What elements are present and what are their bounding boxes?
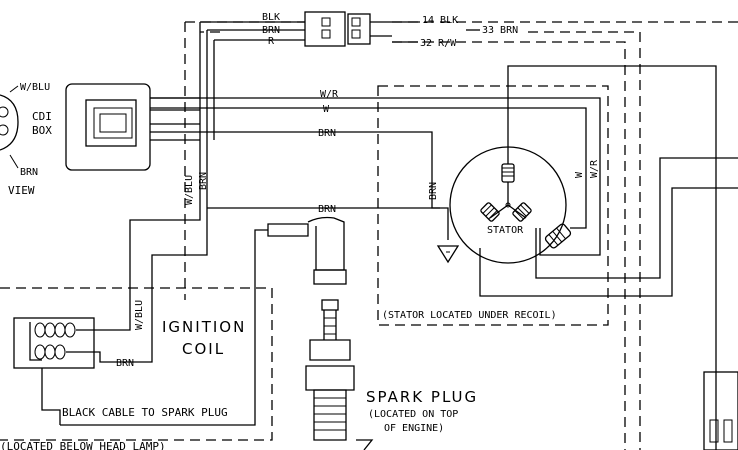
- wire-stator-top: [507, 65, 717, 450]
- spark-plug-note-1: (LOCATED ON TOP: [368, 409, 458, 420]
- spark-plug-note-2: OF ENGINE): [384, 423, 444, 434]
- wire-boot-cable: [60, 229, 268, 426]
- wire-label-stator-w: W: [574, 171, 585, 178]
- right-connector: [703, 371, 738, 450]
- wire-label-stator-wr: W/R: [589, 159, 600, 178]
- spark-plug: [305, 299, 374, 450]
- wire-label-14-blk: 14 BLK: [422, 15, 458, 26]
- wire-wblu-to-coil: [95, 205, 201, 331]
- top-connector: [304, 11, 392, 47]
- wire-stator-w: [570, 170, 587, 229]
- coil-location-note: (LOCATED BELOW HEAD LAMP): [0, 440, 166, 450]
- stator-location-note: (STATOR LOCATED UNDER RECOIL): [382, 310, 557, 321]
- wire-label-cdi-brn: BRN: [318, 128, 336, 139]
- cdi-box-label-1: CDI: [32, 110, 52, 123]
- stator-enclosure: [377, 85, 609, 326]
- wire-label-vert-brn: BRN: [198, 172, 209, 190]
- coil-label-brn: BRN: [116, 358, 134, 369]
- wire-cdi-w: [150, 107, 587, 170]
- cdi-label-brn: BRN: [20, 167, 38, 178]
- cdi-label-wblu: W/BLU: [20, 82, 50, 93]
- wire-label-33-brn: 33 BRN: [482, 25, 518, 36]
- wire-label-32-rw: 32 R/W: [420, 38, 457, 49]
- wire-label-mid-brn: BRN: [318, 204, 336, 215]
- wire-label-cdi-w: W: [323, 104, 330, 115]
- coil-label-wblu: W/BLU: [134, 300, 145, 330]
- pickup-coil: [544, 223, 572, 249]
- wire-stator-brn-vert: [431, 175, 449, 240]
- wire-stator-wr: [539, 170, 601, 256]
- ignition-coil: [13, 317, 140, 425]
- spark-plug-title: SPARK PLUG: [366, 388, 478, 406]
- inner-right-loom: [392, 41, 626, 450]
- outer-right-loom: [528, 31, 641, 450]
- wire-label-vert-wblu: W/BLU: [184, 175, 195, 205]
- wire-label-stator-brn-vert: BRN: [428, 182, 439, 200]
- wire-brn-to-coil: [140, 205, 208, 363]
- wire-stator-lower: [479, 187, 738, 297]
- ignition-coil-title-2: COIL: [182, 340, 225, 358]
- cdi-view-label: VIEW: [8, 184, 35, 197]
- ignition-coil-enclosure: [0, 287, 273, 441]
- ignition-coil-title-1: IGNITION: [162, 318, 246, 336]
- top-loom-upper: [184, 21, 305, 300]
- wire-label-top-blk: BLK: [262, 12, 280, 23]
- wire-label-top-brn: BRN: [262, 25, 280, 36]
- wire-stator-coil-out: [535, 157, 738, 279]
- coil-cable-note: BLACK CABLE TO SPARK PLUG: [62, 406, 228, 419]
- cdi-box: [65, 83, 200, 171]
- spark-plug-boot: [267, 216, 347, 285]
- stator-label: STATOR: [487, 225, 524, 236]
- cdi-box-label-2: BOX: [32, 124, 52, 137]
- wire-label-cdi-wr: W/R: [320, 89, 339, 100]
- cdi-connector-end-view: [0, 85, 19, 169]
- wire-label-top-r: R: [268, 36, 275, 47]
- wire-cdi-wr: [150, 97, 601, 170]
- ground-symbol: [436, 245, 460, 264]
- wire-cdi-brn: [150, 131, 433, 175]
- stator: [449, 146, 567, 264]
